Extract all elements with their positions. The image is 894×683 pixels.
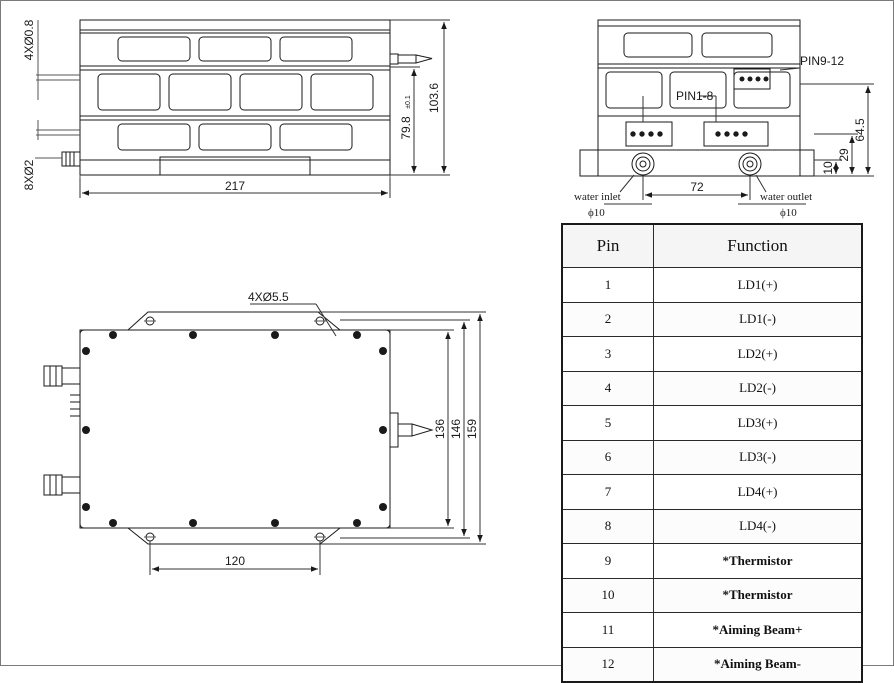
pin-number-cell: 5 bbox=[561, 405, 654, 441]
side-view-dimension-lines bbox=[79, 19, 450, 198]
side-holes-label: 4XØ0.8 bbox=[22, 19, 36, 60]
mechanical-drawing: 217 103.6 79.8 ±0.1 4XØ0.8 8XØ2 bbox=[22, 19, 874, 575]
table-row: 12*Aiming Beam- bbox=[561, 646, 863, 683]
water-inlet-label: water inlet bbox=[574, 191, 621, 203]
end-height-total-label: 64.5 bbox=[853, 118, 867, 142]
pin-function-cell: LD4(-) bbox=[653, 508, 863, 544]
pin-function-cell: LD2(-) bbox=[653, 370, 863, 406]
top-view-water-fittings bbox=[43, 365, 81, 496]
pin-number-cell: 10 bbox=[561, 577, 654, 613]
end-view-windows bbox=[605, 32, 791, 109]
top-view-dimension-lines bbox=[149, 303, 486, 575]
pin-function-cell: *Aiming Beam+ bbox=[653, 612, 863, 648]
top-view-flange bbox=[79, 311, 391, 545]
side-view-water-fitting bbox=[35, 151, 81, 167]
pin-function-cell: LD3(+) bbox=[653, 405, 863, 441]
table-row: 11*Aiming Beam+ bbox=[561, 612, 863, 648]
top-height-a-label: 136 bbox=[433, 419, 447, 439]
side-view bbox=[35, 19, 450, 198]
end-height-mid-label: 29 bbox=[837, 148, 851, 162]
pin-number-cell: 11 bbox=[561, 612, 654, 648]
pin-function-cell: *Aiming Beam- bbox=[653, 646, 863, 683]
pin-number-cell: 12 bbox=[561, 646, 654, 683]
inlet-diameter-label: ϕ10 bbox=[588, 207, 605, 219]
pin-number-cell: 8 bbox=[561, 508, 654, 544]
pin-function-cell: LD4(+) bbox=[653, 474, 863, 510]
pin-function-cell: LD3(-) bbox=[653, 439, 863, 475]
end-view-body bbox=[579, 19, 815, 177]
table-row: 9*Thermistor bbox=[561, 543, 863, 579]
table-row: 10*Thermistor bbox=[561, 577, 863, 613]
pin-number-cell: 6 bbox=[561, 439, 654, 475]
end-view-leaders bbox=[604, 67, 806, 205]
pin-number-cell: 7 bbox=[561, 474, 654, 510]
pin-number-cell: 9 bbox=[561, 543, 654, 579]
pin-number-cell: 1 bbox=[561, 267, 654, 303]
top-view bbox=[43, 303, 486, 575]
port-spacing-label: 72 bbox=[690, 180, 704, 194]
end-height-low-label: 10 bbox=[821, 161, 835, 175]
side-height-label: 103.6 bbox=[427, 83, 441, 113]
side-view-fiber-connector bbox=[389, 53, 433, 65]
side-tolerance-label: ±0.1 bbox=[405, 95, 412, 109]
table-header-row: Pin Function bbox=[561, 223, 863, 268]
side-width-label: 217 bbox=[225, 179, 245, 193]
pin-number-cell: 2 bbox=[561, 301, 654, 337]
pin9-12-label: PIN9-12 bbox=[800, 54, 844, 68]
top-view-fiber-connector bbox=[389, 412, 434, 448]
pin1-8-label: PIN1-8 bbox=[676, 89, 714, 103]
water-outlet-label: water outlet bbox=[760, 191, 812, 203]
side-pins-label: 8XØ2 bbox=[22, 159, 36, 190]
pin-function-cell: *Thermistor bbox=[653, 577, 863, 613]
pin-number-cell: 3 bbox=[561, 336, 654, 372]
top-view-screws bbox=[82, 331, 387, 527]
top-view-plate bbox=[79, 329, 391, 529]
side-view-windows bbox=[97, 36, 374, 151]
pin-function-cell: LD2(+) bbox=[653, 336, 863, 372]
pin-number-cell: 4 bbox=[561, 370, 654, 406]
pin-function-cell: LD1(+) bbox=[653, 267, 863, 303]
pin-function-cell: LD1(-) bbox=[653, 301, 863, 337]
top-view-mount-holes bbox=[144, 316, 326, 542]
top-height-b-label: 146 bbox=[449, 419, 463, 439]
pin-column-header: Pin bbox=[561, 223, 654, 268]
top-height-c-label: 159 bbox=[465, 419, 479, 439]
end-view-water-ports bbox=[631, 152, 762, 176]
function-column-header: Function bbox=[653, 223, 863, 268]
mount-holes-label: 4XØ5.5 bbox=[248, 290, 289, 304]
end-view bbox=[579, 19, 874, 205]
outlet-diameter-label: ϕ10 bbox=[780, 207, 797, 219]
side-inner-height-label: 79.8 bbox=[399, 116, 413, 140]
end-view-connectors bbox=[625, 68, 771, 147]
hole-spacing-label: 120 bbox=[225, 554, 245, 568]
side-view-body bbox=[79, 19, 391, 183]
end-view-dimension-lines bbox=[642, 83, 874, 200]
pin-function-cell: *Thermistor bbox=[653, 543, 863, 579]
